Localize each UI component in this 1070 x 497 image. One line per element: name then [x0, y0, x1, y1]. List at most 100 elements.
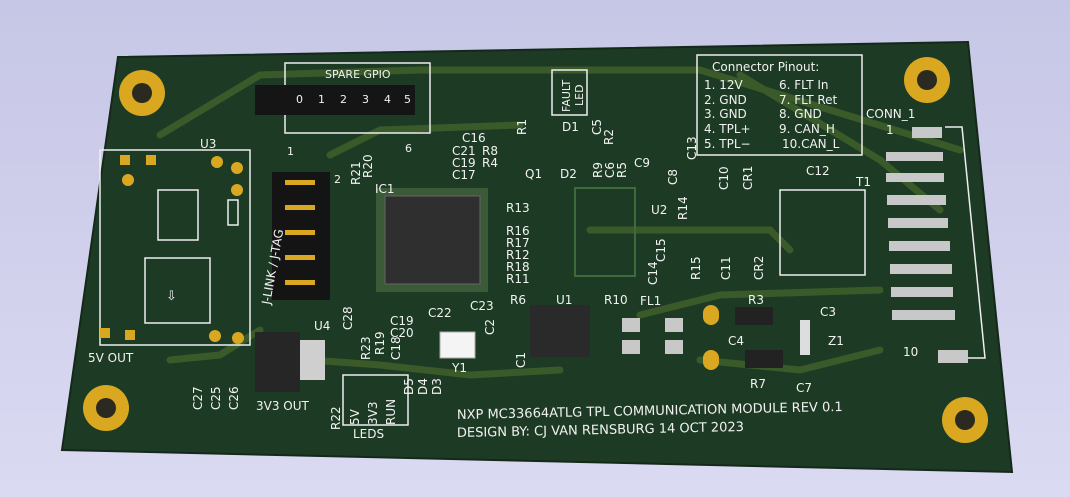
svg-text:3: 3 [362, 93, 369, 106]
svg-text:6. FLT In: 6. FLT In [779, 78, 829, 92]
u2-footprint [574, 187, 636, 277]
board-designer: DESIGN BY: CJ VAN RENSBURG 14 OCT 2023 [457, 420, 744, 441]
svg-text:C9: C9 [634, 156, 650, 170]
spare-gpio-label: SPARE GPIO [325, 68, 391, 81]
pad [120, 155, 130, 165]
ic1-chip [384, 195, 481, 285]
svg-text:R22: R22 [329, 406, 343, 430]
connector-pinout-box: Connector Pinout: 1. 12V 2. GND 3. GND 4… [696, 54, 863, 156]
svg-text:5. TPL−: 5. TPL− [704, 137, 751, 151]
svg-text:D4: D4 [416, 378, 430, 395]
svg-text:3V3: 3V3 [366, 402, 380, 425]
svg-text:2: 2 [340, 93, 347, 106]
reference-designators: C16 C21 R8 C19 R4 C17 R1 D1 C5 R2 Q1 D2 … [191, 119, 836, 430]
gpio-pin-1-label: 1 [287, 145, 294, 158]
svg-text:C16: C16 [462, 131, 486, 145]
svg-text:C14: C14 [646, 261, 660, 285]
svg-text:10.CAN_L: 10.CAN_L [782, 137, 840, 151]
mounting-hole [83, 385, 129, 431]
svg-text:5: 5 [404, 93, 411, 106]
svg-text:C17: C17 [452, 168, 476, 182]
pad [146, 155, 156, 165]
svg-text:1. 12V: 1. 12V [704, 78, 744, 92]
svg-text:10: 10 [903, 345, 918, 359]
leds-outline [342, 374, 409, 426]
svg-text:R5: R5 [615, 162, 629, 178]
svg-text:C15: C15 [654, 238, 668, 262]
led-label: LED [573, 84, 586, 106]
jlink-pins [285, 180, 315, 285]
svg-text:Z1: Z1 [828, 334, 844, 348]
svg-text:0: 0 [296, 93, 303, 106]
5v-out-label: 5V OUT [88, 351, 134, 365]
svg-text:2: 2 [334, 173, 341, 186]
svg-text:3V3 OUT: 3V3 OUT [256, 399, 310, 413]
arrow-box [144, 257, 211, 324]
jlink-header[interactable] [272, 172, 330, 300]
gpio-pin-labels: 0 1 2 3 4 5 [296, 93, 411, 106]
svg-text:Q1: Q1 [525, 167, 542, 181]
svg-text:C20: C20 [390, 326, 414, 340]
svg-text:R8: R8 [482, 144, 498, 158]
mounting-hole [942, 397, 988, 443]
svg-text:C1: C1 [514, 352, 528, 368]
svg-text:D1: D1 [562, 120, 579, 134]
svg-text:C22: C22 [428, 306, 452, 320]
svg-text:R17: R17 [506, 236, 530, 250]
svg-text:R11: R11 [506, 272, 530, 286]
t1-outline [779, 189, 866, 276]
svg-text:Connector Pinout:: Connector Pinout: [712, 60, 819, 74]
svg-text:T1: T1 [855, 175, 871, 189]
svg-text:4: 4 [384, 93, 391, 106]
svg-text:R7: R7 [750, 377, 766, 391]
svg-text:C25: C25 [209, 386, 223, 410]
gpio-header[interactable] [255, 85, 415, 115]
svg-text:C5: C5 [590, 119, 604, 135]
svg-text:C23: C23 [470, 299, 494, 313]
svg-text:C19: C19 [390, 314, 414, 328]
fault-led-outline [551, 69, 588, 116]
svg-text:2. GND: 2. GND [704, 93, 747, 107]
svg-text:R10: R10 [604, 293, 628, 307]
svg-text:C21: C21 [452, 144, 476, 158]
svg-text:IC1: IC1 [375, 182, 395, 196]
svg-text:7. FLT Ret: 7. FLT Ret [779, 93, 838, 107]
svg-text:R12: R12 [506, 248, 530, 262]
svg-text:R20: R20 [361, 154, 375, 178]
u3-label: U3 [200, 137, 216, 151]
gpio-pin-6-label: 6 [405, 142, 412, 155]
svg-text:R23: R23 [359, 336, 373, 360]
svg-text:LEDS: LEDS [353, 427, 384, 441]
svg-text:C6: C6 [603, 162, 617, 178]
svg-text:Y1: Y1 [451, 361, 467, 375]
fault-label: FAULT [560, 79, 573, 112]
svg-text:5V: 5V [348, 408, 362, 425]
svg-text:3. GND: 3. GND [704, 107, 747, 121]
svg-text:C18: C18 [389, 336, 403, 360]
svg-text:R14: R14 [676, 196, 690, 220]
svg-text:9. CAN_H: 9. CAN_H [779, 122, 835, 136]
svg-text:C26: C26 [227, 386, 241, 410]
svg-text:R4: R4 [482, 156, 498, 170]
svg-text:C19: C19 [452, 156, 476, 170]
svg-text:1: 1 [318, 93, 325, 106]
svg-text:R15: R15 [689, 256, 703, 280]
svg-text:4. TPL+: 4. TPL+ [704, 122, 751, 136]
svg-text:R6: R6 [510, 293, 526, 307]
u3-outline [99, 149, 251, 346]
mounting-hole [904, 57, 950, 103]
svg-text:U2: U2 [651, 203, 667, 217]
arrow-down-icon: ⇩ [166, 289, 177, 304]
u1-chip [530, 305, 590, 357]
svg-text:C27: C27 [191, 386, 205, 410]
copper-traces [156, 66, 964, 379]
svg-text:R3: R3 [748, 293, 764, 307]
svg-text:C8: C8 [666, 169, 680, 185]
svg-text:R19: R19 [373, 331, 387, 355]
svg-text:C11: C11 [719, 256, 733, 280]
svg-text:C28: C28 [341, 306, 355, 330]
svg-text:D3: D3 [430, 378, 444, 395]
svg-text:CR2: CR2 [752, 256, 766, 280]
conn-pads[interactable] [886, 127, 968, 363]
